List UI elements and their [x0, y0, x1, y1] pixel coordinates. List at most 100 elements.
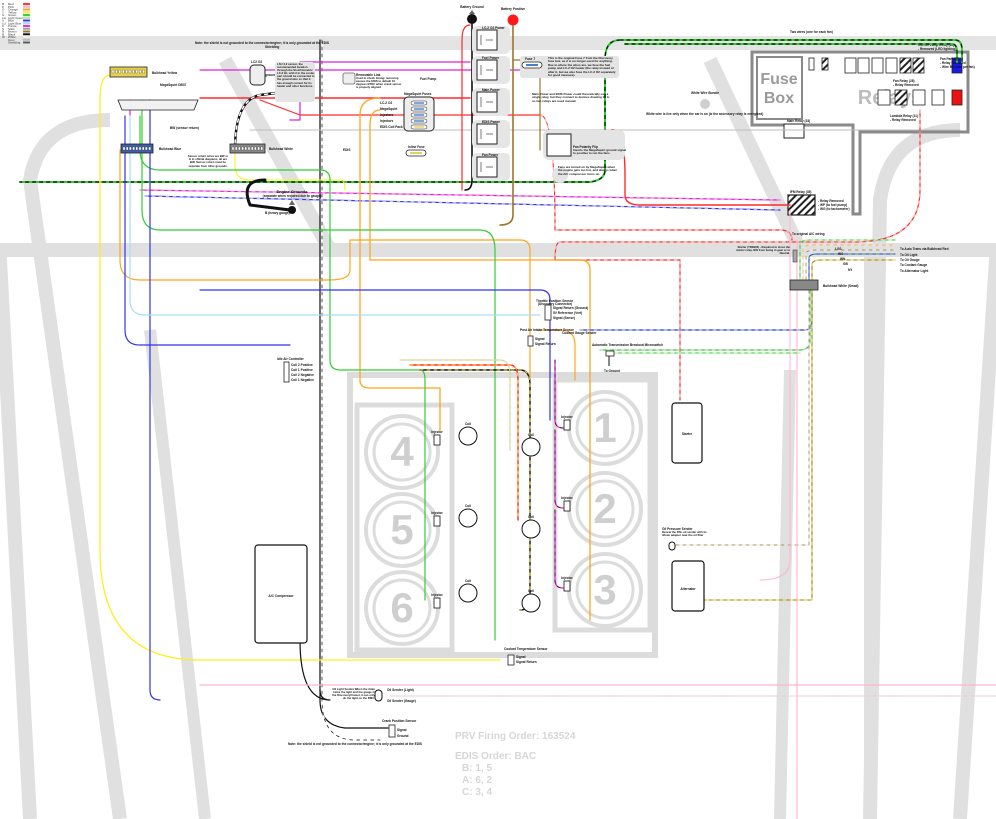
oil-pressure-sender-body — [668, 541, 676, 551]
engine-bay-outline — [0, 243, 996, 819]
legend-swatch — [22, 5, 31, 8]
fan-part-label: Fan Part (27) — [940, 57, 959, 61]
connector-pin — [129, 146, 132, 151]
battery-ground-terminal — [467, 14, 477, 24]
tps-pin-label: Signal Return (Ground) — [553, 306, 588, 310]
relay-slot-removed — [912, 57, 925, 74]
fuse-row: Injectors — [380, 112, 428, 118]
legend-name: Purple — [8, 24, 17, 28]
legend-name: Grey — [8, 38, 15, 42]
output-wire — [674, 289, 810, 546]
injector-body — [563, 419, 571, 431]
fuel-injector: Injector — [431, 511, 444, 527]
starter-label: Starter — [682, 432, 693, 436]
legend-swatch — [22, 38, 31, 41]
removable-link-connector — [342, 72, 356, 85]
legend-code: B — [2, 32, 4, 36]
fuel-injector: Injector — [561, 415, 574, 431]
bundle-node — [700, 99, 710, 109]
power-relay: Fuel Power — [472, 56, 510, 84]
left-diagonal — [218, 56, 337, 254]
shielding-wire — [321, 39, 381, 741]
legend-code: P — [2, 5, 4, 9]
fuse-element — [414, 120, 424, 122]
connector-pin — [254, 146, 257, 151]
injector-body — [563, 500, 571, 512]
oil-sender-light-label: Oil Sender (Light) — [387, 688, 414, 692]
fuse-element — [410, 152, 422, 154]
coil-body — [458, 508, 478, 528]
relay-label: LC-2 O2 Power — [482, 26, 505, 30]
wire-code: GB — [843, 262, 848, 266]
white-wire-bundle-label: White Wire Bundle — [691, 91, 719, 95]
legend-swatch — [22, 11, 31, 14]
fuse-element — [414, 114, 424, 116]
connector-pin — [241, 146, 244, 151]
iac-pin-label: Coil 2 Negative — [291, 373, 314, 377]
relay-slot — [844, 57, 857, 74]
connector-pin — [244, 146, 247, 151]
legend-swatch — [22, 30, 31, 33]
legend-name: Light Blue — [8, 21, 22, 25]
output-wire — [811, 259, 896, 281]
battery-positive-label: Battery Positive — [501, 7, 525, 11]
db37-label: MegaSquirt DB37 — [160, 83, 187, 87]
coil-body — [458, 426, 478, 446]
bulkhead-yellow-label: Bulkhead Yellow — [152, 71, 178, 75]
note-dot — [552, 167, 568, 183]
right-inner-line — [774, 369, 796, 819]
connector-pin — [142, 69, 145, 74]
bulkhead-blue-label: Bulkhead Blue — [159, 147, 181, 151]
fuse-element — [526, 64, 538, 66]
note-box — [520, 56, 619, 78]
fuel-pump-label: Fuel Pump — [420, 77, 436, 81]
ground-symbol-icon — [469, 10, 475, 14]
edis-order-line: A: 6, 2 — [462, 775, 492, 786]
fuse-element — [414, 108, 424, 110]
engine-grounds-note: (separate wires required due to gauge) — [263, 194, 322, 198]
throttle-position-sensor: Throttle Position Sensor (Discovery Conn… — [536, 299, 588, 321]
blue-wire — [149, 99, 161, 701]
main-relay — [783, 123, 805, 139]
fuse-relay-box: Fuse Box Relays Fan Part (27) - Relay Re… — [750, 30, 975, 216]
ignition-coil: Coil — [458, 422, 478, 446]
output-wire — [799, 239, 896, 281]
megasquirt-db37: MegaSquirt DB37 — [117, 83, 199, 111]
cylinder-number: 6 — [390, 584, 413, 631]
starter-body — [671, 402, 703, 464]
connector-pin — [135, 69, 138, 74]
iac-pin-label: Coil 1 Positive — [291, 368, 313, 372]
relay-row-bottom — [877, 89, 963, 106]
crank-pin-label: Ground — [397, 734, 409, 738]
connector-pin — [118, 69, 121, 74]
fuse-rows: LC-2 O2MegaSquirtInjectorsInjectorsEDIS … — [380, 100, 428, 130]
legend-swatch — [22, 2, 31, 6]
legend-code: U — [2, 19, 4, 23]
left-fender-outline — [22, 113, 127, 819]
connector-pin — [257, 146, 260, 151]
legend-code: LU — [2, 21, 6, 25]
injector-power-wire — [369, 109, 591, 621]
engine-block: 4 5 6 1 2 3 — [347, 372, 658, 658]
ignition-coil: Coil — [458, 504, 478, 528]
legend-swatch — [22, 19, 31, 22]
sensor-return-note: Sensor return wires are BW or G in offic… — [187, 155, 229, 168]
fan-wire — [619, 39, 963, 63]
oil-pressure-sender: Oil Pressure Sender Renew the DSL oil se… — [662, 527, 707, 551]
fan-relay-label: Fan Relay (28) — [893, 79, 915, 83]
relay-label: Fuel Power — [482, 56, 500, 60]
legend-swatch — [22, 24, 31, 28]
fan-relay-note: - Relay Removed — [893, 83, 919, 87]
white-wire-note: White wire is live only when the car is … — [646, 112, 763, 116]
right-side-bulkhead: Bulkhead White (Small) Starter (TR9903) … — [736, 232, 949, 291]
main-edis-note: Main Power and EDIS Power could theoreti… — [532, 93, 610, 103]
coil-label: Coil — [528, 433, 534, 437]
relay-slot — [912, 89, 926, 106]
fuse-box-label: Fuse — [760, 71, 797, 88]
relay-row-top — [844, 57, 963, 74]
coil-feed-wire — [409, 364, 519, 521]
ignition-coil: Coil — [521, 589, 541, 613]
cylinder-6: 6 — [364, 570, 440, 646]
